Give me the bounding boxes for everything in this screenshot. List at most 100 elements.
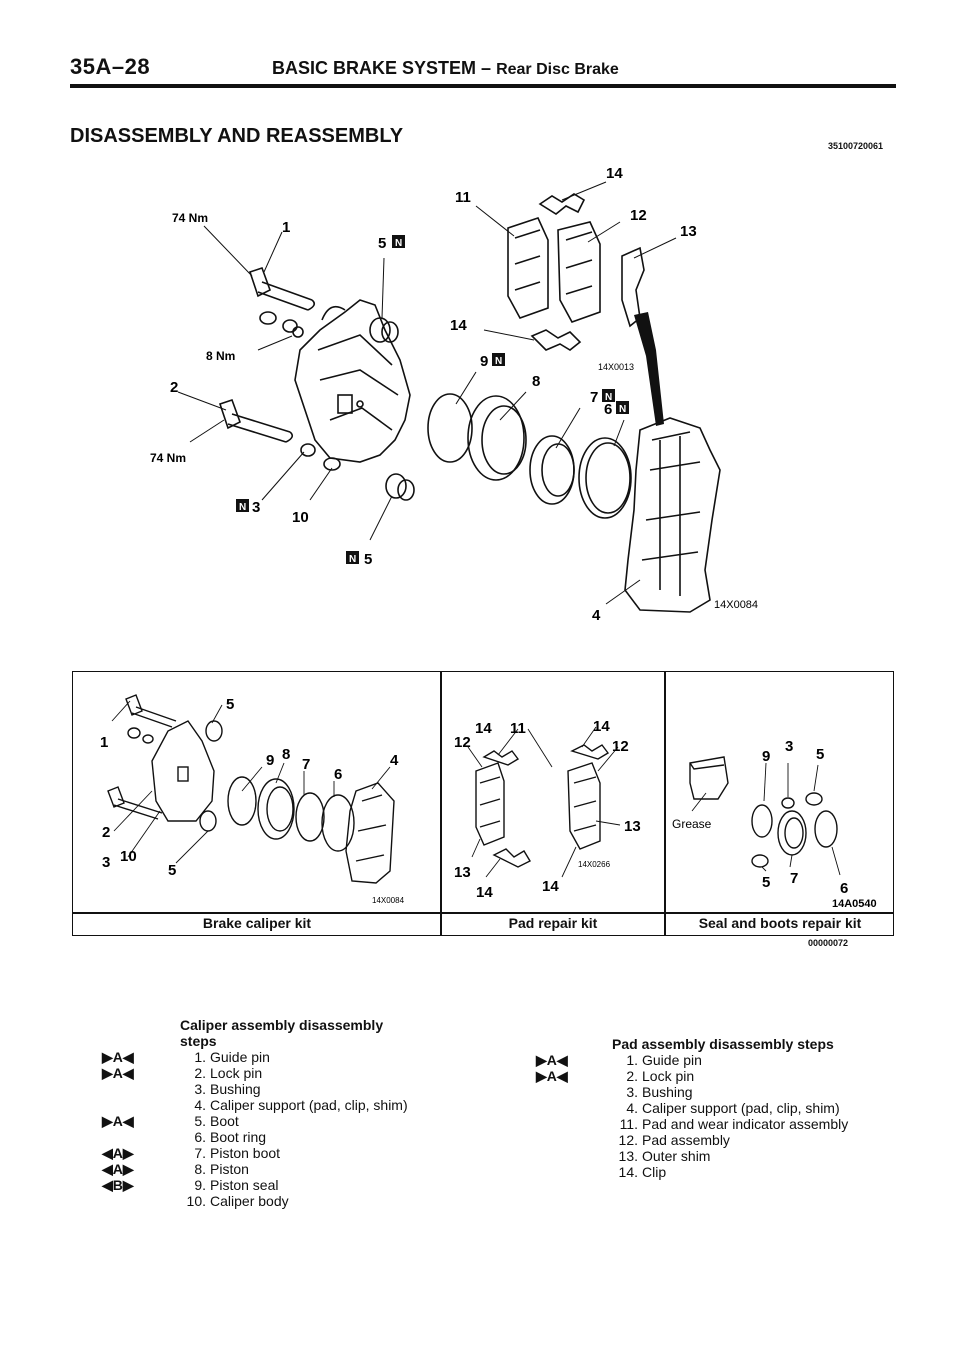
kit-label-pad: Pad repair kit <box>508 915 598 931</box>
step-marker: ▶A◀ <box>102 1065 134 1081</box>
step-number: 1. <box>194 1049 206 1065</box>
kit-callout: 1 <box>100 734 108 751</box>
step-row: 12.Pad assembly <box>612 1132 892 1148</box>
kit-callout: 9 <box>762 748 770 765</box>
callout-2: 2 <box>170 379 178 396</box>
new-part-markers <box>236 235 629 564</box>
kit-callout: 13 <box>454 864 471 881</box>
page-header-title: BASIC BRAKE SYSTEM – Rear Disc Brake <box>272 58 619 79</box>
step-number: 3. <box>194 1081 206 1097</box>
callout-10: 10 <box>292 509 309 526</box>
pad-steps-list: Pad assembly disassembly steps ▶A◀1.Guid… <box>536 1036 892 1180</box>
kit-callout: 4 <box>390 752 399 769</box>
step-row: ▶A◀ 2.Lock pin <box>536 1068 892 1084</box>
svg-text:N: N <box>395 238 402 249</box>
seal-kit-drawing <box>689 756 838 868</box>
pad-kit-leaders <box>467 726 621 878</box>
kit-table-divider <box>664 671 666 936</box>
kit-callout: 7 <box>302 756 310 773</box>
callout-6: 6 <box>604 401 612 418</box>
header-title-main: BASIC BRAKE SYSTEM – <box>272 58 492 78</box>
step-text: Piston <box>210 1161 249 1177</box>
step-row: 6.Boot ring <box>180 1129 440 1145</box>
kit-callout: 14 <box>593 718 610 735</box>
step-row: 3.Bushing <box>180 1081 440 1097</box>
callout-8: 8 <box>532 373 540 390</box>
step-number: 7. <box>194 1145 206 1161</box>
kit-callout: 3 <box>102 854 110 871</box>
svg-text:N: N <box>605 392 612 403</box>
caliper-kit-drawing <box>107 694 395 884</box>
kit-callout: 5 <box>226 696 234 713</box>
ref-code-pad: 14X0013 <box>598 362 634 372</box>
kit-table-code: 00000072 <box>808 938 849 948</box>
callout-9: 9 <box>480 353 488 370</box>
step-text: Piston boot <box>210 1145 281 1161</box>
step-marker: ▶A◀ <box>536 1068 568 1084</box>
step-text: Bushing <box>210 1081 261 1097</box>
step-number: 8. <box>194 1161 206 1177</box>
callout-7: 7 <box>590 389 598 406</box>
step-number: 12. <box>618 1132 638 1148</box>
callout-14-mid: 14 <box>450 317 467 334</box>
kit-callout: 8 <box>282 746 290 763</box>
step-row: ▶A◀1.Guide pin <box>102 1049 440 1065</box>
kit-table <box>72 671 894 936</box>
step-number: 2. <box>626 1068 638 1084</box>
svg-text:N: N <box>239 502 246 513</box>
exploded-view-diagram: 1 2 3 4 5 5 6 7 8 9 10 11 12 13 14 14 NN… <box>150 165 758 624</box>
section-code: 35100720061 <box>828 141 884 151</box>
step-text: Piston seal <box>210 1177 279 1193</box>
step-row: 14.Clip <box>612 1164 892 1180</box>
torque-label-top: 74 Nm <box>172 211 208 225</box>
step-row: ◀B▶9.Piston seal <box>102 1177 440 1193</box>
assembly-arrow <box>634 312 664 426</box>
svg-text:N: N <box>349 554 356 565</box>
step-text: Pad assembly <box>642 1132 730 1148</box>
step-row: 4.Caliper support (pad, clip, shim) <box>180 1097 440 1113</box>
step-text: Lock pin <box>642 1068 695 1084</box>
svg-text:N: N <box>495 356 502 367</box>
kit-ref-code: 14X0084 <box>372 896 405 905</box>
step-text: Bushing <box>642 1084 693 1100</box>
callout-5-top: 5 <box>378 235 386 252</box>
step-text: Lock pin <box>210 1065 263 1081</box>
pad-steps-title: Pad assembly disassembly steps <box>612 1036 834 1052</box>
step-text: Boot <box>210 1113 239 1129</box>
step-text: Boot ring <box>210 1129 267 1145</box>
step-marker: ▶A◀ <box>536 1052 568 1068</box>
step-number: 13. <box>618 1148 638 1164</box>
kit-callout: 7 <box>790 870 798 887</box>
header-rule <box>70 84 896 88</box>
kit-label-seal: Seal and boots repair kit <box>698 915 862 931</box>
step-row: 13.Outer shim <box>612 1148 892 1164</box>
step-text: Caliper support (pad, clip, shim) <box>210 1097 408 1113</box>
callout-5-bottom: 5 <box>364 551 372 568</box>
kit-callout: 12 <box>612 738 629 755</box>
kit-callout: 5 <box>168 862 176 879</box>
ref-code-main: 14X0084 <box>714 599 758 611</box>
callout-leaders <box>177 181 677 605</box>
new-part-letters: NNN NNN <box>239 238 626 565</box>
caliper-support-drawing <box>624 417 721 613</box>
kit-table-row-divider <box>72 912 894 914</box>
step-text: Pad and wear indicator assembly <box>642 1116 849 1132</box>
kit-callout: 14 <box>542 878 559 895</box>
step-row: 4.Caliper support (pad, clip, shim) <box>612 1100 892 1116</box>
kit-callout: 14 <box>476 884 493 901</box>
step-text: Caliper support (pad, clip, shim) <box>642 1100 840 1116</box>
step-row: 3.Bushing <box>612 1084 892 1100</box>
kit-callout: 11 <box>510 720 526 737</box>
step-number: 14. <box>618 1164 638 1180</box>
pad-kit-callouts: 12 14 11 14 12 13 13 14 14 <box>454 718 641 901</box>
callout-11: 11 <box>455 189 471 206</box>
kit-ref-code: 14A0540 <box>832 898 877 910</box>
step-text: Guide pin <box>210 1049 270 1065</box>
callout-13: 13 <box>680 223 697 240</box>
callout-3: 3 <box>252 499 260 516</box>
kit-ref-code: 14X0266 <box>578 860 611 869</box>
pad-kit-drawing <box>475 744 610 868</box>
kit-callout: 3 <box>785 738 793 755</box>
pad-set-drawing <box>507 193 645 351</box>
kit-diagrams: 1 2 3 10 5 5 9 8 7 6 4 14X0084 12 14 11 … <box>100 694 877 910</box>
